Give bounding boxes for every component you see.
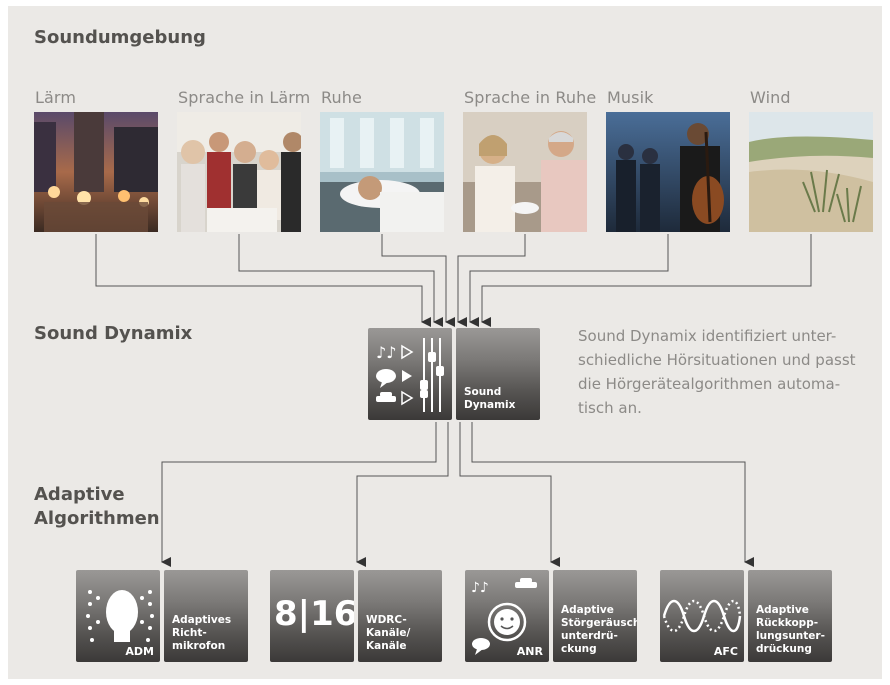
connector-lines [95,234,812,567]
svg-text:♪♪: ♪♪ [471,580,489,596]
anr-label-box: Adaptive Störgeräusch- unterdrü- ckung [553,570,637,662]
wdrc-label: WDRC- Kanäle/ Kanäle [366,614,411,652]
photo-sprache-in-laerm [177,112,301,232]
wdrc-label-box: WDRC- Kanäle/ Kanäle [358,570,442,662]
sound-dynamix-description: Sound Dynamix identifiziert unter- schie… [578,327,856,417]
adm-icon-box: ADM [76,570,160,662]
sound-dynamix-icon-box: ♪♪ [368,328,452,420]
afc-icon-box: AFC [660,570,744,662]
env-label-wind: Wind [750,88,791,107]
wdrc-abbr: 8|16 [274,594,354,634]
anr-abbr: ANR [516,645,543,658]
env-label-sprache-in-ruhe: Sprache in Ruhe [464,88,597,107]
sound-dynamix-label: Sound Dynamix [464,386,516,411]
adm-label-box: Adaptives Richt- mikrofon [164,570,248,662]
env-label-ruhe: Ruhe [321,88,362,107]
equalizer-icon: ♪♪ [376,338,444,412]
section-title-soundumgebung: Soundumgebung [34,27,206,48]
env-label-musik: Musik [607,88,654,107]
adm-label: Adaptives Richt- mikrofon [172,614,232,652]
wdrc-icon-box: 8|16 [270,570,354,662]
photo-wind [749,112,873,232]
section-title-sound-dynamix: Sound Dynamix [34,323,193,344]
anr-icon-box: ♪♪ ANR [465,570,549,662]
svg-text:♪♪: ♪♪ [376,343,396,362]
photo-musik [606,112,730,232]
afc-abbr: AFC [713,645,738,658]
section-title-adaptive-algorithmen: Adaptive Algorithmen [34,484,160,529]
afc-label: Adaptive Rückkopp- lungsunter- drückung [756,604,825,655]
photo-ruhe [320,112,444,232]
env-label-laerm: Lärm [35,88,77,107]
afc-label-box: Adaptive Rückkopp- lungsunter- drückung [748,570,832,662]
photo-sprache-in-ruhe [463,112,587,232]
photo-laerm [34,112,158,232]
adm-abbr: ADM [125,645,154,658]
anr-label: Adaptive Störgeräusch- unterdrü- ckung [561,604,637,655]
diagram-frame: Soundumgebung Sound Dynamix Adaptive Alg… [8,6,882,679]
face-noise-icon: ♪♪ [471,578,537,655]
env-label-sprache-in-laerm: Sprache in Lärm [178,88,311,107]
feedback-wave-icon [662,599,742,633]
sound-dynamix-label-box: Sound Dynamix [456,328,540,420]
head-microphone-icon [86,590,154,642]
